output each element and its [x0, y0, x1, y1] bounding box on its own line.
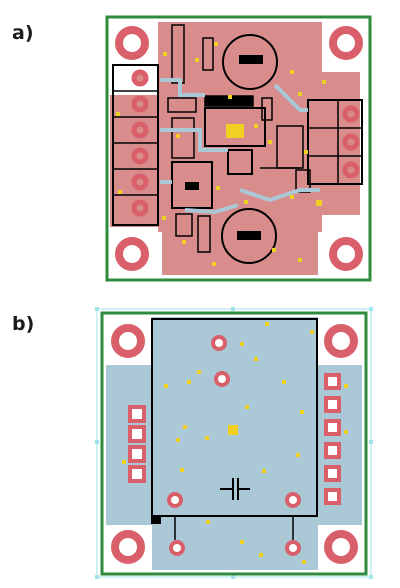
bottom-layer-board [95, 307, 373, 579]
top-layer-board [105, 15, 372, 282]
misc-silkscreen-top [167, 24, 311, 253]
capacitor-top-lower [221, 208, 277, 264]
panel-a-label: a) [12, 22, 34, 44]
traces-top [160, 78, 320, 215]
left-pads-bottom [128, 405, 146, 483]
vias-bottom [122, 322, 348, 564]
panel-b-label: b) [12, 313, 35, 335]
round-pads-bottom [167, 335, 301, 556]
left-connector-top [112, 64, 159, 226]
vias-top [116, 42, 326, 266]
capacitor-symbol-bottom [220, 478, 250, 500]
right-connector-top [307, 99, 363, 185]
corner-pads-top [115, 26, 363, 271]
ic-center-top [204, 107, 266, 175]
ic-left-top [171, 161, 213, 209]
copper-pour-bottom [106, 317, 362, 570]
right-pads-bottom [324, 373, 341, 505]
guide-handles [95, 307, 373, 579]
shield-can-bottom [151, 318, 318, 517]
corner-pads-bottom [111, 324, 358, 564]
capacitor-top-upper [222, 34, 278, 90]
